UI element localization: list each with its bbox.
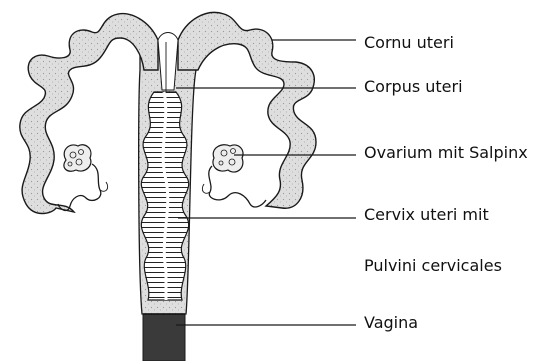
label-ovarium-mit-salpinx: Ovarium mit Salpinx bbox=[364, 143, 528, 163]
vagina-shape bbox=[143, 314, 185, 361]
right-cornu-uteri bbox=[178, 12, 316, 208]
label-vagina: Vagina bbox=[364, 313, 418, 333]
right-ovary bbox=[213, 145, 243, 172]
left-cornu-uteri bbox=[20, 14, 158, 214]
label-cornu-uteri: Cornu uteri bbox=[364, 33, 454, 53]
label-cervix-uteri: Cervix uteri mit bbox=[364, 205, 489, 225]
uterine-lumen bbox=[158, 33, 178, 91]
label-pulvini-cervicales: Pulvini cervicales bbox=[364, 256, 502, 276]
label-corpus-uteri: Corpus uteri bbox=[364, 77, 463, 97]
left-ovary bbox=[64, 145, 91, 172]
right-salpinx bbox=[209, 166, 266, 207]
